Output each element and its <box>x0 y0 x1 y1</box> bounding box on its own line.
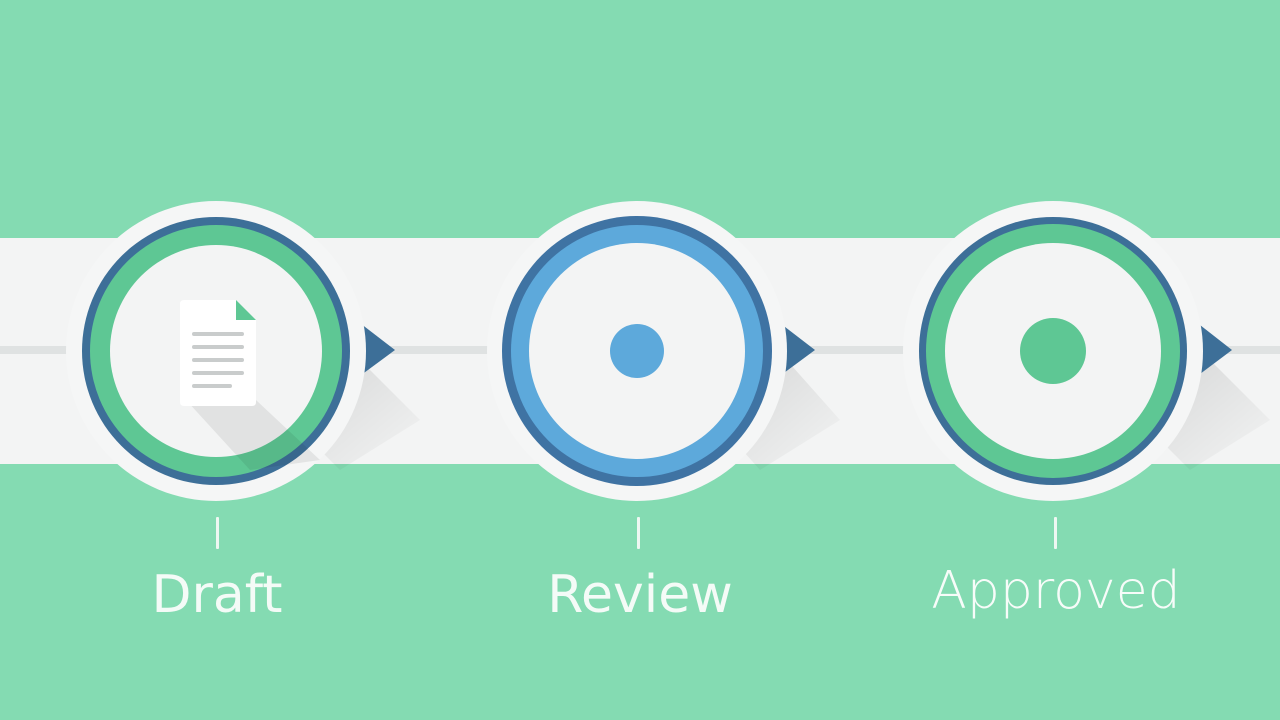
step-node-approved <box>903 201 1270 501</box>
step-node-draft <box>66 201 420 501</box>
step-tick-approved <box>1054 517 1057 549</box>
step-label-draft: Draft <box>151 565 283 625</box>
icon-shadow <box>186 400 320 470</box>
step-label-review: Review <box>547 565 733 625</box>
dot-icon <box>610 324 664 378</box>
document-icon <box>180 300 256 406</box>
step-label-approved: Approved <box>931 561 1181 621</box>
step-node-review <box>487 201 840 501</box>
dot-icon <box>1020 318 1086 384</box>
step-tick-draft <box>216 517 219 549</box>
step-tick-review <box>637 517 640 549</box>
